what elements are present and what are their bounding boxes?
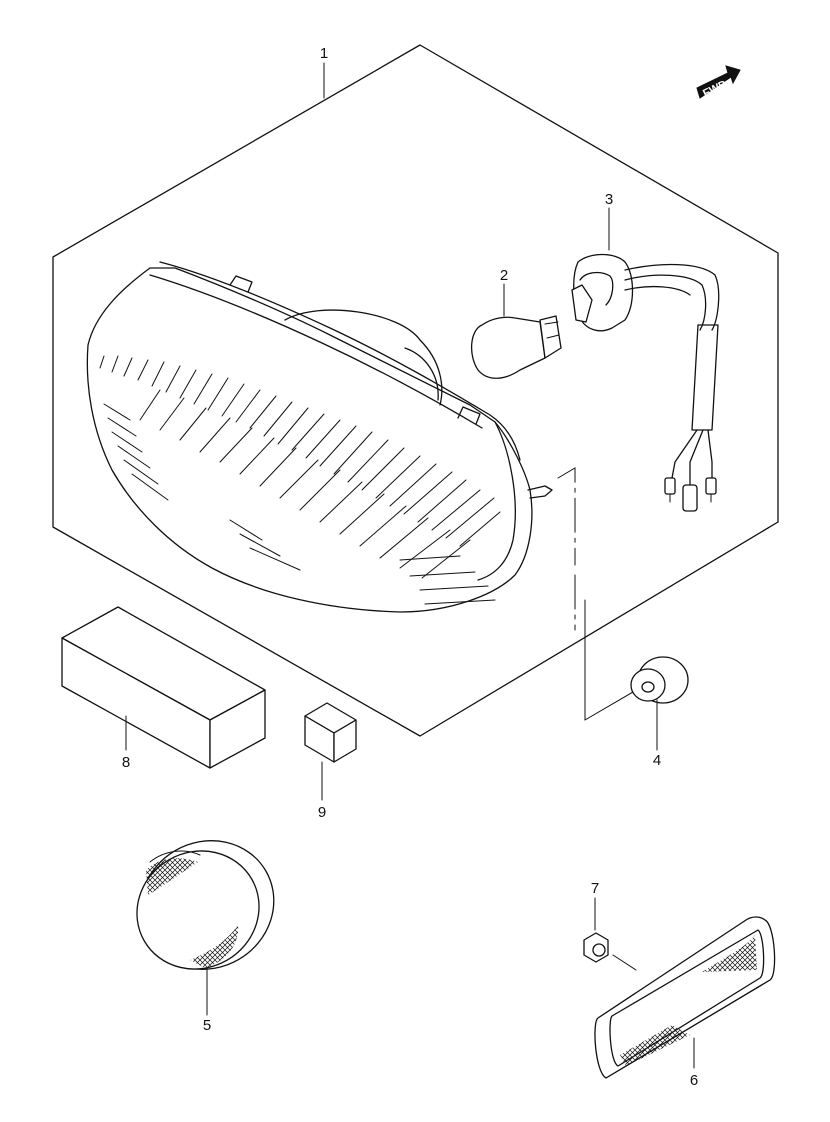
grommet (630, 656, 689, 704)
callout-9: 9 (318, 804, 326, 821)
reflector-nut (583, 932, 637, 971)
callout-8: 8 (122, 754, 130, 771)
packing-block-small (304, 702, 357, 763)
packing-block-large (61, 606, 266, 769)
headlight-assembly (86, 261, 553, 613)
callout-7: 7 (591, 880, 599, 897)
round-reflector (136, 840, 275, 970)
callout-6: 6 (690, 1072, 698, 1089)
callout-4: 4 (653, 752, 661, 769)
assembly-outline (52, 44, 779, 737)
assembly-centre-line (557, 467, 646, 721)
forward-arrow-icon: FWD (696, 65, 741, 100)
callout-2: 2 (500, 267, 508, 284)
callout-1: 1 (320, 45, 328, 62)
bulb (471, 315, 562, 379)
rectangular-reflector (594, 916, 776, 1079)
bulb-socket-harness (571, 253, 720, 512)
callout-3: 3 (605, 191, 613, 208)
callout-5: 5 (203, 1017, 211, 1034)
fwd-label: FWD (701, 78, 729, 100)
